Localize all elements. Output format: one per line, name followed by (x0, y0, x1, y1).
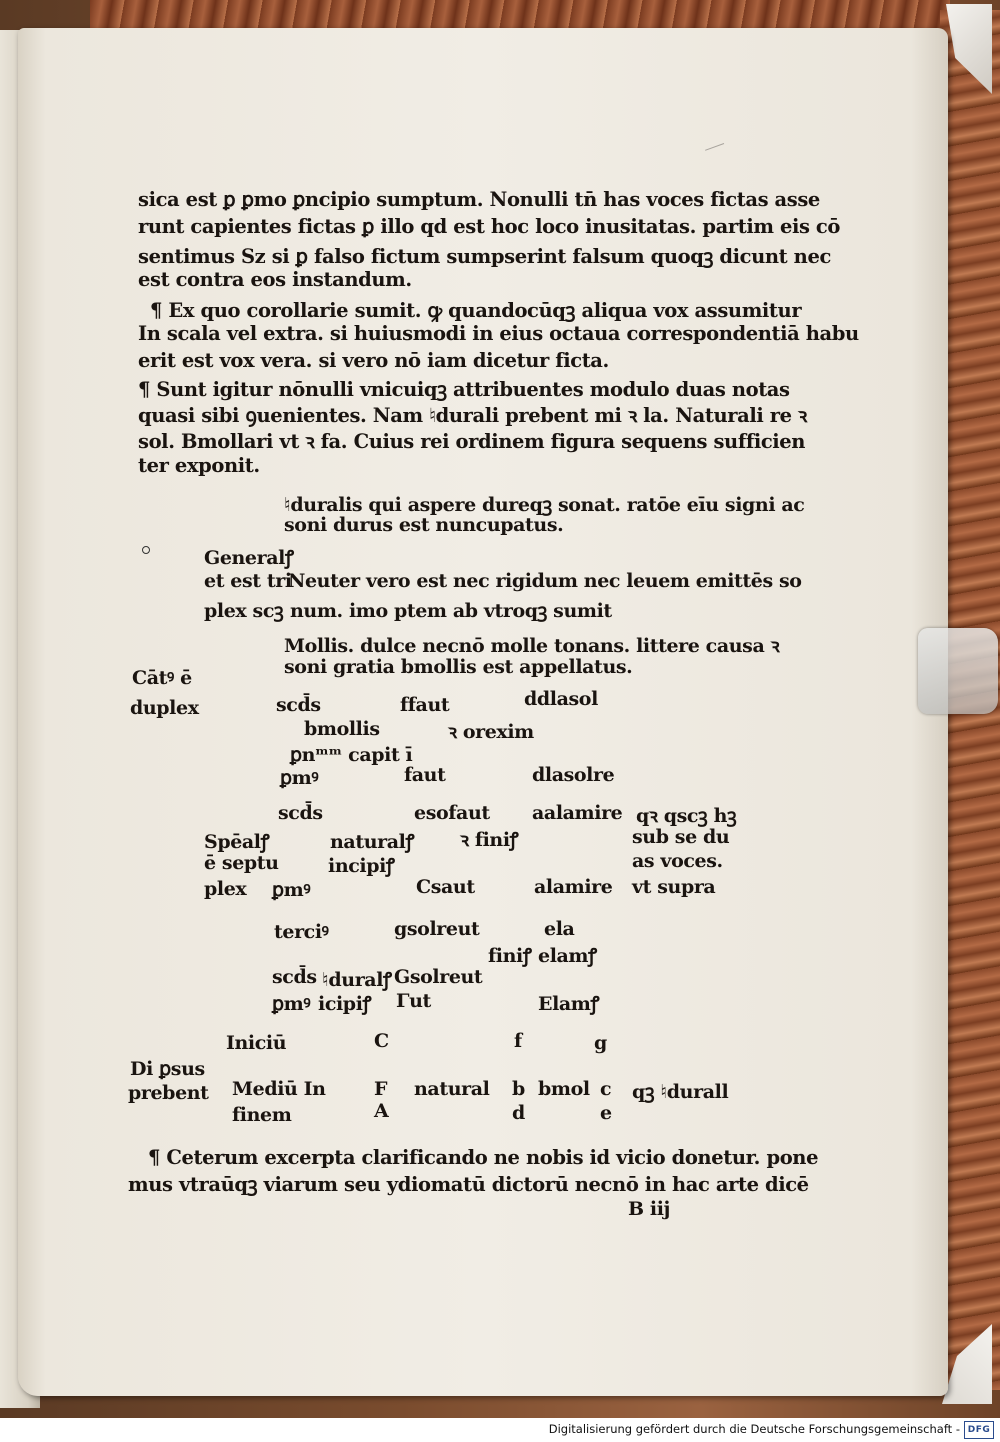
diagram-cell: qꝫ ♮durall (632, 1081, 729, 1103)
text-line: erit est vox vera. si vero nō iam dicetu… (138, 349, 609, 372)
diagram-cell: bmollis (304, 718, 380, 740)
diagram-cell: Γut (396, 990, 431, 1012)
diagram-cell: finiꝭ (488, 945, 532, 967)
mollis-line: Mollis. dulce necnō molle tonans. litter… (284, 635, 780, 657)
diagram-cell: ꝛ finiꝭ (460, 829, 519, 851)
neuter-line: num. imo ptem ab vtroqꝫ sumit (290, 600, 612, 622)
diagram-cell: natural (414, 1078, 490, 1100)
diagram-cell: b (512, 1078, 525, 1100)
text-line: quasi sibi ꝯuenientes. Nam ♮durali prebe… (138, 404, 807, 427)
diagram-cell: ela (544, 918, 575, 940)
diagram-cell: g (594, 1032, 607, 1054)
diagram-cell: aalamire (532, 802, 623, 824)
diagram-cell: qꝛ qscꝫ hꝫ (636, 805, 737, 827)
text-line: mus vtraūqꝫ viarum seu ydiomatū dictorū … (128, 1173, 809, 1196)
diagram-cell: ꝑnᵐᵐ capit ī (290, 744, 413, 766)
diagram-cell: icipiꝭ (318, 993, 372, 1015)
diagram-cell: F (374, 1078, 388, 1100)
diagram-cell: d (512, 1102, 525, 1124)
marginal-dot (142, 546, 150, 554)
diagram-label: Generalꝭ (204, 547, 294, 569)
diagram-label: Spēalꝭ (204, 831, 270, 853)
diagram-label: ē septu (204, 852, 279, 874)
diagram-cell: Csaut (416, 876, 475, 898)
diagram-cell: ffaut (400, 694, 450, 716)
diagram-cell: A (374, 1100, 389, 1122)
diagram-label: et est tri (204, 570, 292, 592)
diagram-cell: Elamꝭ (538, 993, 600, 1015)
diagram-cell: ꝑmꝰ (272, 879, 311, 901)
diagram-cell: elamꝭ (538, 945, 597, 967)
diagram-cell: vt supra (632, 876, 716, 898)
diagram-cell: alamire (534, 876, 613, 898)
diagram-cell: gsolreut (394, 918, 480, 940)
diagram-cell: terciꝰ (274, 921, 329, 943)
page-clip (918, 628, 998, 714)
text-line: runt capientes fictas ꝑ illo qd est hoc … (138, 215, 841, 238)
diagram-cell: sub se du (632, 826, 730, 848)
diagram-cell: Iniciū (226, 1032, 287, 1054)
diagram-cell: ꝑmꝰ (272, 993, 311, 1015)
diagram-label: duplex (130, 697, 199, 719)
diagram-label: prebent (128, 1082, 209, 1104)
text-line: ¶ Ex quo corollarie sumit. ꝙ quandocūqꝫ … (150, 299, 802, 322)
durus-line: soni durus est nuncupatus. (284, 514, 564, 536)
diagram-cell: ♮duralꝭ (322, 969, 392, 991)
book-page (18, 28, 948, 1396)
footer-bar (0, 1418, 1000, 1442)
dfg-logo: DFG (964, 1421, 994, 1439)
diagram-cell: c (600, 1078, 612, 1100)
text-line: sica est ꝑ ꝑmo ꝑncipio sumptum. Nonulli … (138, 188, 820, 211)
diagram-cell: scd̄s (276, 694, 321, 716)
text-line: ter exponit. (138, 454, 260, 477)
neuter-line: Neuter vero est nec rigidum nec leuem em… (288, 570, 802, 592)
text-line: sol. Bmollari vt ꝛ fa. Cuius rei ordinem… (138, 430, 806, 453)
diagram-cell: C (374, 1030, 389, 1052)
diagram-cell: finem (232, 1104, 292, 1126)
text-line: sentimus Sz si ꝑ falso fictum sumpserint… (138, 245, 831, 268)
diagram-label: Cātꝰ ē (132, 667, 192, 689)
diagram-cell: bmol (538, 1078, 590, 1100)
diagram-cell: esofaut (414, 802, 490, 824)
text-line: ¶ Sunt igitur nōnulli vnicuiqꝫ attribuen… (138, 378, 790, 401)
diagram-cell: f (514, 1030, 522, 1052)
diagram-label: plex scꝫ (204, 600, 284, 622)
diagram-cell: ddlasol (524, 688, 598, 710)
diagram-label: Di ꝑsus (130, 1058, 205, 1080)
text-line: In scala vel extra. si huiusmodi in eius… (138, 322, 859, 345)
text-line: ¶ Ceterum excerpta clarificando ne nobis… (148, 1146, 819, 1169)
text-line: est contra eos instandum. (138, 268, 412, 291)
diagram-label: plex (204, 878, 247, 900)
mollis-line: soni gratia bmollis est appellatus. (284, 656, 633, 678)
diagram-cell: as voces. (632, 850, 723, 872)
dfg-credit: Digitalisierung gefördert durch die Deut… (548, 1422, 960, 1436)
diagram-cell: faut (404, 764, 446, 786)
diagram-cell: e (600, 1102, 612, 1124)
diagram-cell: scd̄s (272, 966, 317, 988)
diagram-cell: ꝑmꝰ (280, 767, 319, 789)
diagram-cell: ꝛ orexim (448, 721, 534, 743)
diagram-cell: incipiꝭ (328, 855, 395, 877)
diagram-cell: dlasolre (532, 764, 615, 786)
signature-mark: B iij (628, 1198, 670, 1220)
diagram-cell: Gsolreut (394, 966, 483, 988)
diagram-cell: naturalꝭ (330, 831, 415, 853)
diagram-cell: scd̄s (278, 802, 323, 824)
diagram-cell: Mediū In (232, 1078, 326, 1100)
durus-line: ♮duralis qui aspere dureqꝫ sonat. ratōe … (284, 494, 805, 516)
